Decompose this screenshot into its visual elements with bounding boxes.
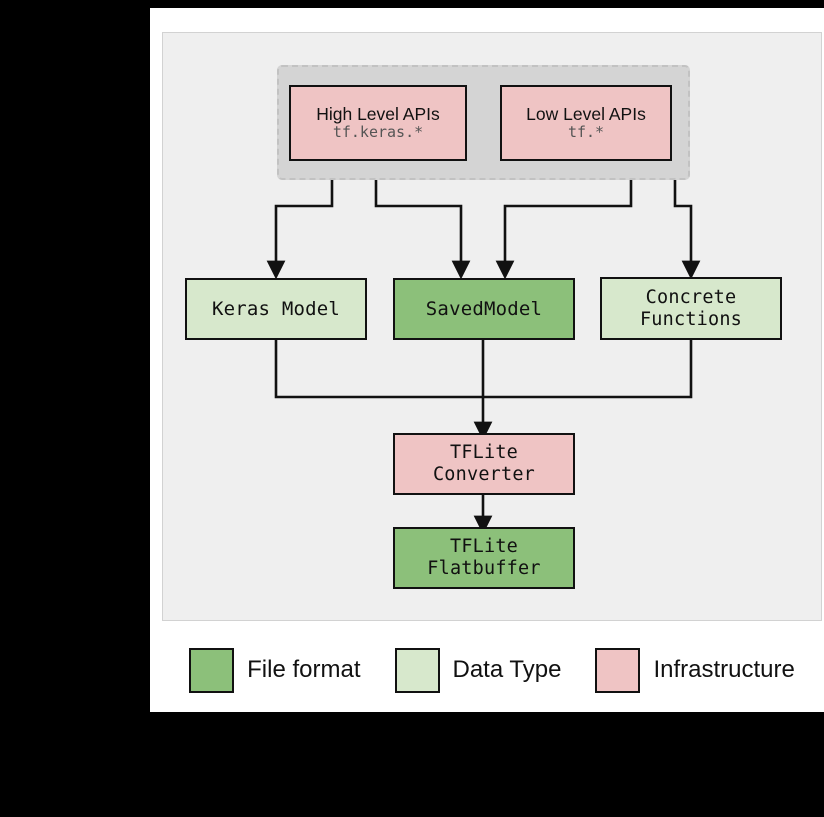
node-label-line1: TFLite <box>449 536 519 558</box>
node-subtitle: tf.keras.* <box>332 123 424 142</box>
node-tflite-converter[interactable]: TFLite Converter <box>393 433 575 495</box>
node-low-level-apis[interactable]: Low Level APIs tf.* <box>500 85 672 161</box>
legend-label-data-type: Data Type <box>452 656 562 683</box>
node-label: SavedModel <box>425 297 543 320</box>
node-label: Keras Model <box>211 297 341 320</box>
node-label-line2: Converter <box>432 464 536 485</box>
legend: File format Data Type Infrastructure <box>162 635 822 705</box>
legend-label-file-format: File format <box>247 656 361 683</box>
node-concrete-functions[interactable]: Concrete Functions <box>600 277 782 340</box>
node-label-line1: Concrete <box>645 286 737 308</box>
node-saved-model[interactable]: SavedModel <box>393 278 575 340</box>
node-tflite-flatbuffer[interactable]: TFLite Flatbuffer <box>393 527 575 589</box>
node-title: Low Level APIs <box>526 103 646 124</box>
legend-swatch-file-format <box>189 647 235 693</box>
legend-item-file-format: File format <box>189 647 394 693</box>
node-high-level-apis[interactable]: High Level APIs tf.keras.* <box>289 85 467 161</box>
legend-label-infrastructure: Infrastructure <box>653 656 795 683</box>
node-title: High Level APIs <box>316 103 440 124</box>
node-subtitle: tf.* <box>567 123 605 142</box>
node-label-line1: TFLite <box>449 442 519 464</box>
diagram-card: High Level APIs tf.keras.* Low Level API… <box>150 8 824 712</box>
node-label-line2: Functions <box>639 308 743 330</box>
legend-item-infrastructure: Infrastructure <box>595 647 795 693</box>
node-keras-model[interactable]: Keras Model <box>185 278 367 340</box>
legend-swatch-data-type <box>394 647 440 693</box>
legend-swatch-infrastructure <box>595 647 641 693</box>
node-label-line2: Flatbuffer <box>427 558 541 579</box>
legend-item-data-type: Data Type <box>394 647 596 693</box>
